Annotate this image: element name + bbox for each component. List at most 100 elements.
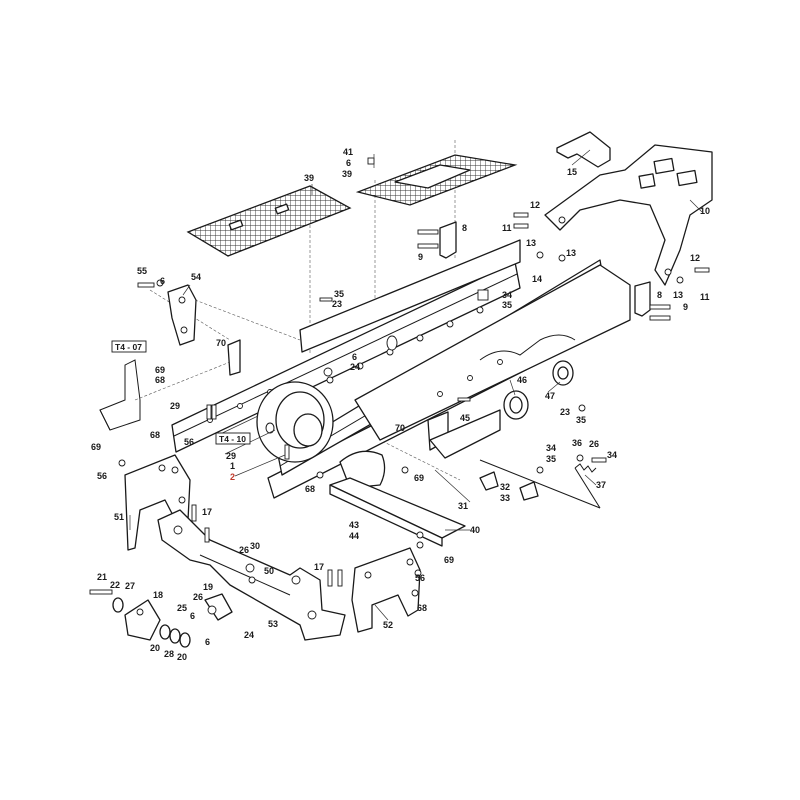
bracket-51: [124, 454, 191, 551]
callouts: 1 2 6 6 6 6 6 8 8 9 9 10 11 11 12 12 13 …: [91, 147, 710, 662]
callout-20: 20: [177, 652, 187, 662]
callout-53: 53: [268, 619, 278, 629]
front-frame-bracket: [544, 144, 713, 286]
callout-11: 11: [502, 223, 512, 233]
callout-47: 47: [545, 391, 555, 401]
wheel-hub-disc: [256, 381, 334, 463]
callout-45: 45: [460, 413, 470, 423]
callout-6: 6: [205, 637, 210, 647]
callout-36: 36: [572, 438, 582, 448]
callout-25: 25: [177, 603, 187, 613]
callout-37: 37: [596, 480, 606, 490]
callout-28: 28: [164, 649, 174, 659]
callout-9: 9: [418, 252, 423, 262]
callout-35: 35: [334, 289, 344, 299]
callout-6: 6: [352, 352, 357, 362]
callout-51: 51: [114, 512, 124, 522]
reference-box-t4-10[interactable]: T4 - 10: [215, 432, 251, 445]
callout-2: 2: [230, 472, 235, 482]
callout-8: 8: [462, 223, 467, 233]
callout-31: 31: [458, 501, 468, 511]
callout-18: 18: [153, 590, 163, 600]
callout-6: 6: [160, 276, 165, 286]
callout-69: 69: [414, 473, 424, 483]
floor-mat-right: [355, 154, 518, 206]
chassis-cross-plate: [354, 264, 631, 441]
callout-30: 30: [250, 541, 260, 551]
callout-69: 69: [91, 442, 101, 452]
bracket-8-lower: [634, 281, 651, 317]
callout-12: 12: [530, 200, 540, 210]
callout-33: 33: [500, 493, 510, 503]
reference-label-t4-07: T4 - 07: [115, 342, 142, 352]
callout-13: 13: [673, 290, 683, 300]
callout-44: 44: [349, 531, 359, 541]
front-cover-plate: [556, 131, 611, 168]
callout-56: 56: [415, 573, 425, 583]
callout-27: 27: [125, 581, 135, 591]
callout-26: 26: [239, 545, 249, 555]
ring-47: [552, 360, 574, 386]
callout-23: 23: [560, 407, 570, 417]
callout-19: 19: [203, 582, 213, 592]
callout-6: 6: [190, 611, 195, 621]
callout-32: 32: [500, 482, 510, 492]
lower-axle-frame: [157, 509, 346, 641]
callout-15: 15: [567, 167, 577, 177]
linkage-18: [124, 599, 161, 641]
callout-56: 56: [97, 471, 107, 481]
callout-56: 56: [184, 437, 194, 447]
callout-17: 17: [202, 507, 212, 517]
callout-69: 69: [155, 365, 165, 375]
callout-26: 26: [589, 439, 599, 449]
callout-13: 13: [566, 248, 576, 258]
callout-35: 35: [576, 415, 586, 425]
callout-70: 70: [395, 423, 405, 433]
callout-40: 40: [470, 525, 480, 535]
callout-68: 68: [417, 603, 427, 613]
callout-24: 24: [350, 362, 360, 372]
callout-35: 35: [502, 300, 512, 310]
bracket-32-33: [479, 471, 539, 501]
callout-17: 17: [314, 562, 324, 572]
callout-39: 39: [304, 173, 314, 183]
side-plate-ghost: [99, 359, 141, 431]
callout-68: 68: [155, 375, 165, 385]
reference-label-t4-10: T4 - 10: [219, 434, 246, 444]
callout-8: 8: [657, 290, 662, 300]
callout-34: 34: [502, 290, 512, 300]
callout-68: 68: [150, 430, 160, 440]
callout-52: 52: [383, 620, 393, 630]
callout-24: 24: [244, 630, 254, 640]
callout-6: 6: [346, 158, 351, 168]
callout-22: 22: [110, 580, 120, 590]
ring-46: [503, 390, 529, 420]
callout-29: 29: [170, 401, 180, 411]
plate-52: [351, 547, 421, 633]
callout-12: 12: [690, 253, 700, 263]
bushing-stack: [112, 597, 191, 648]
callout-41: 41: [343, 147, 353, 157]
callout-26: 26: [193, 592, 203, 602]
callout-54: 54: [191, 272, 201, 282]
callout-50: 50: [264, 566, 274, 576]
callout-13: 13: [526, 238, 536, 248]
callout-11: 11: [700, 292, 710, 302]
rail-holes: [207, 306, 503, 423]
callout-39: 39: [342, 169, 352, 179]
bracket-8-upper: [439, 221, 457, 259]
callout-43: 43: [349, 520, 359, 530]
callout-14: 14: [532, 274, 542, 284]
reference-box-t4-07[interactable]: T4 - 07: [111, 340, 147, 353]
callout-34: 34: [607, 450, 617, 460]
callout-69: 69: [444, 555, 454, 565]
callout-46: 46: [517, 375, 527, 385]
callout-1: 1: [230, 461, 235, 471]
callout-9: 9: [683, 302, 688, 312]
floor-mat-left: [186, 185, 352, 257]
callout-34: 34: [546, 443, 556, 453]
callout-68: 68: [305, 484, 315, 494]
callout-55: 55: [137, 266, 147, 276]
chassis-rail-upper: [171, 239, 521, 453]
